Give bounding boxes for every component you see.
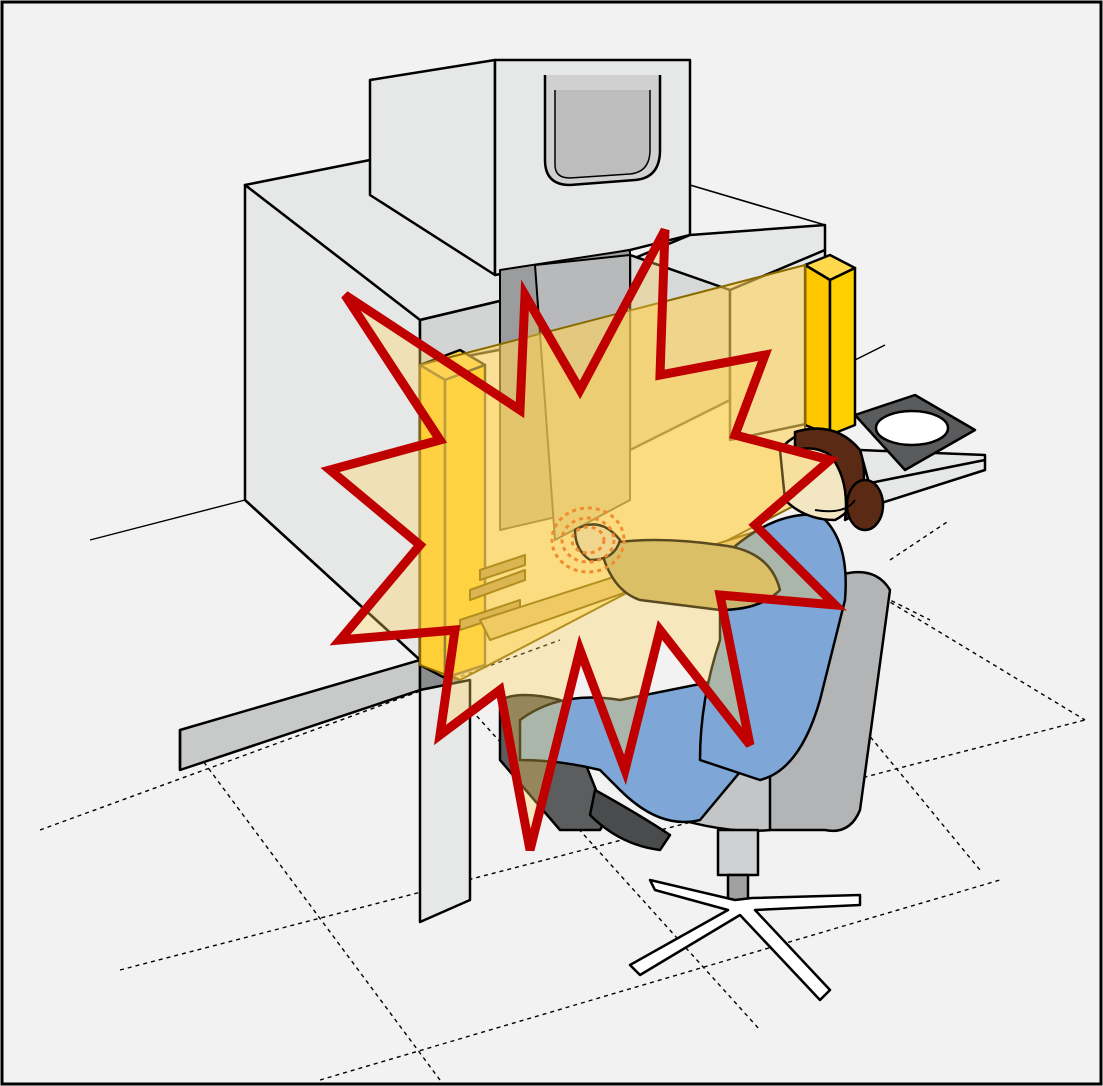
light-curtain-right xyxy=(805,255,855,435)
